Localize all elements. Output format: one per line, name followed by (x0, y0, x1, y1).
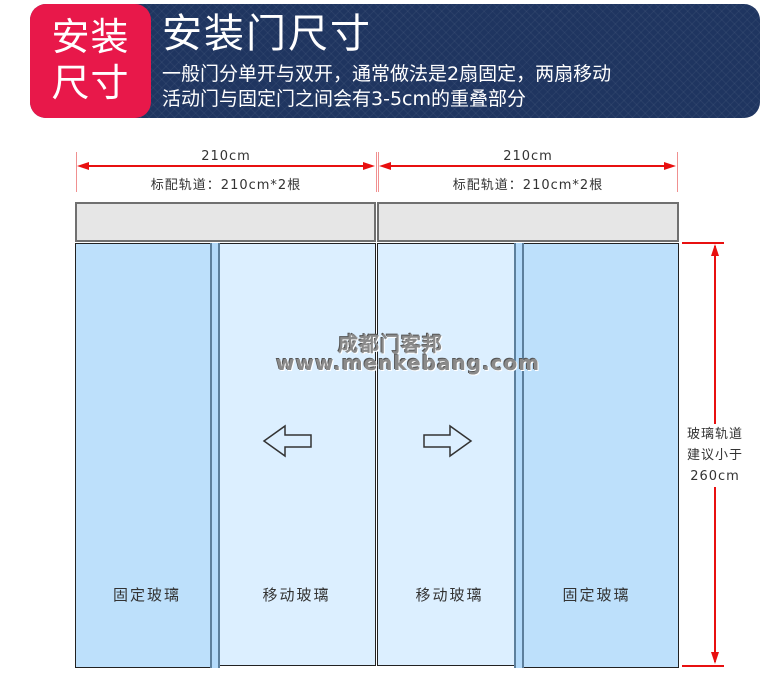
arrow-down-icon (711, 652, 719, 664)
height-label-line-1: 玻璃轨道 (686, 427, 743, 442)
subtitle-line-2: 活动门与固定门之间会有3-5cm的重叠部分 (162, 88, 526, 110)
height-label: 玻璃轨道 建议小于 260cm (683, 424, 747, 487)
dimension-line (80, 165, 372, 167)
fixed-glass-left: 固定玻璃 (75, 243, 220, 668)
dimension-tick (677, 152, 678, 192)
watermark-brand: 成都门客邦 (338, 332, 443, 356)
dimension-line (382, 165, 673, 167)
fixed-glass-right: 固定玻璃 (515, 243, 679, 668)
arrow-left-icon (262, 424, 312, 458)
height-label-line-2: 建议小于 (686, 448, 743, 463)
arrow-right-icon (664, 162, 676, 170)
overlap-strip-left (210, 243, 220, 668)
moving-glass-right: 移动玻璃 (377, 243, 523, 666)
panel-label: 移动玻璃 (415, 586, 484, 604)
page-title: 安装门尺寸 (162, 11, 372, 57)
dimension-tick (378, 152, 379, 192)
panel-label: 固定玻璃 (112, 586, 181, 604)
arrow-left-icon (379, 162, 391, 170)
subtitle-line-1: 一般门分单开与双开，通常做法是2扇固定，两扇移动 (162, 63, 612, 85)
watermark-url: www.menkebang.com (276, 351, 541, 375)
rail-left (75, 202, 376, 242)
arrow-up-icon (711, 244, 719, 256)
panel-label: 移动玻璃 (262, 586, 331, 604)
dimension-tick (682, 665, 724, 667)
rail-label: 标配轨道：210cm*2根 (150, 178, 302, 193)
moving-glass-left: 移动玻璃 (218, 243, 376, 666)
height-label-line-3: 260cm (690, 469, 740, 484)
width-label: 210cm (503, 149, 553, 164)
arrow-left-icon (77, 162, 89, 170)
dimension-tick (682, 242, 724, 244)
header-banner (30, 4, 760, 118)
badge-line-2: 尺寸 (51, 61, 130, 105)
rail-right (377, 202, 679, 242)
overlap-strip-right (514, 243, 524, 668)
badge-line-1: 安装 (51, 15, 130, 59)
arrow-right-icon (363, 162, 375, 170)
dimension-tick (76, 152, 77, 192)
dimension-tick (376, 152, 377, 192)
rail-label: 标配轨道：210cm*2根 (452, 178, 604, 193)
width-label: 210cm (201, 149, 251, 164)
panel-label: 固定玻璃 (562, 586, 631, 604)
arrow-right-icon (423, 424, 473, 458)
section-badge: 安装 尺寸 (30, 4, 151, 118)
